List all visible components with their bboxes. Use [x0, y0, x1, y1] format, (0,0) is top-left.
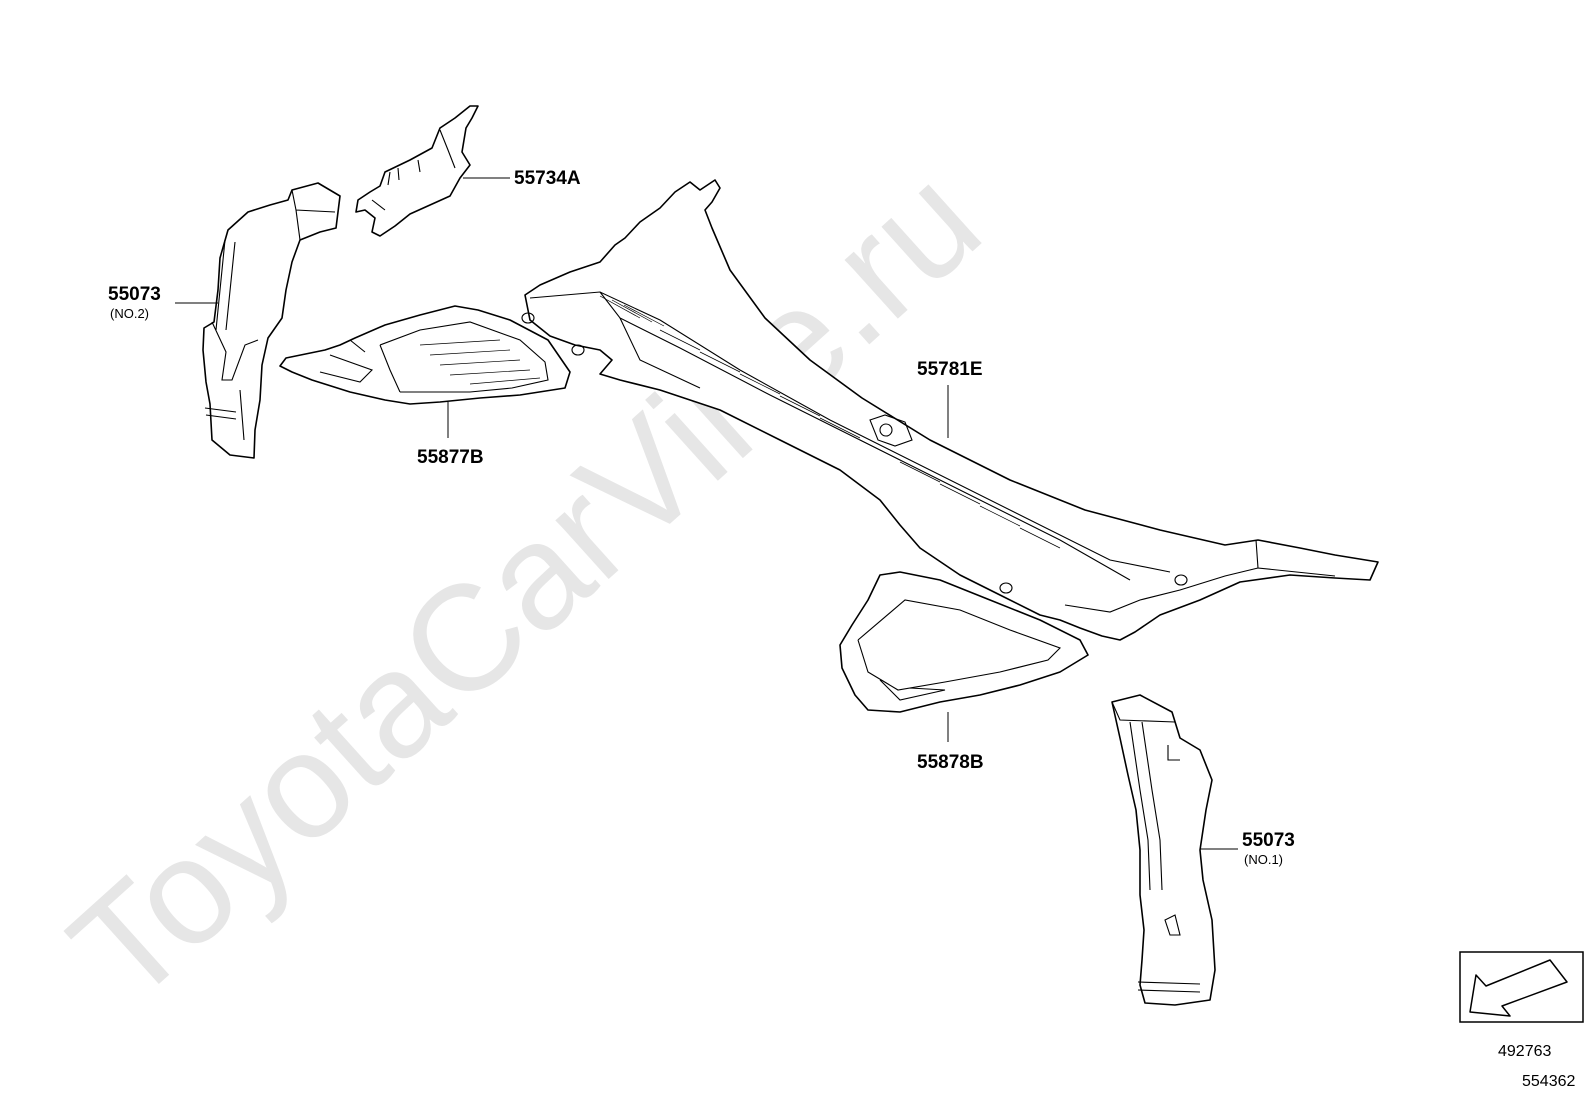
watermark: ToyotaCarVine.ru	[39, 135, 1011, 1033]
part-55073-no2[interactable]	[202, 182, 341, 459]
note-55073-no1: (NO.1)	[1244, 852, 1283, 867]
leader-lines	[175, 177, 1238, 850]
label-55878B[interactable]: 55878B	[917, 752, 984, 773]
part-55073-no1[interactable]	[1111, 694, 1216, 1006]
label-55073-no1[interactable]: 55073	[1242, 830, 1295, 851]
label-55073-no2[interactable]: 55073	[108, 284, 161, 305]
note-55073-no2: (NO.2)	[110, 306, 149, 321]
label-55781E[interactable]: 55781E	[917, 359, 983, 380]
ref-code-2: 554362	[1522, 1073, 1575, 1090]
part-55781E[interactable]	[521, 179, 1379, 641]
arrow-front-icon	[1469, 959, 1568, 1017]
part-55878B[interactable]	[839, 571, 1089, 713]
label-55877B[interactable]: 55877B	[417, 447, 484, 468]
part-55877B[interactable]	[279, 305, 571, 405]
ref-code-1: 492763	[1498, 1043, 1551, 1060]
label-55734A[interactable]: 55734A	[514, 168, 581, 189]
part-55734A[interactable]	[355, 105, 479, 237]
direction-box	[1459, 951, 1584, 1023]
